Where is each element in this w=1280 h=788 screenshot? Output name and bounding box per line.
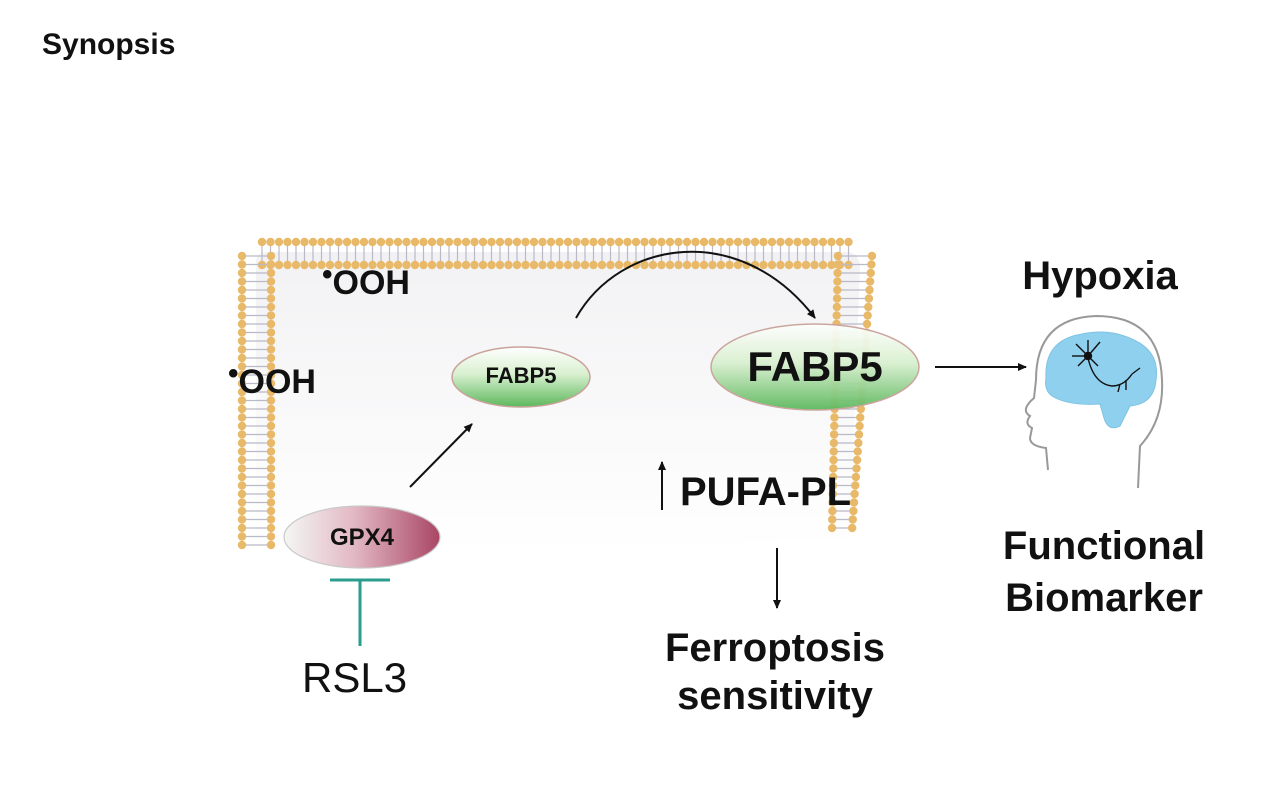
gpx4-ellipse [283, 505, 441, 569]
fabp5-large-label: FABP5 [747, 343, 883, 390]
gpx4-label: GPX4 [329, 524, 395, 551]
functional-biomarker-label: Functional Biomarker [970, 520, 1238, 624]
rsl3-label: RSL3 [302, 654, 408, 701]
translocation-arrow [575, 250, 816, 319]
neuron-icon [1072, 340, 1141, 393]
gpx4-to-fabp5-arrow [409, 423, 473, 488]
head-icon [1024, 314, 1164, 489]
functional-line: Functional [1002, 524, 1206, 568]
hypoxia-label: Hypoxia [1022, 254, 1178, 298]
sensitivity-line: sensitivity [677, 674, 873, 718]
ferroptosis-sensitivity-label: Ferroptosis sensitivity [620, 624, 930, 720]
fabp5-small-ellipse [451, 346, 591, 408]
cell-membrane [237, 237, 877, 550]
ferroptosis-line: Ferroptosis [664, 626, 886, 670]
fabp5-small-label: FABP5 [485, 363, 557, 388]
cell-interior [256, 252, 860, 555]
radical-label-1: •OOH [322, 258, 410, 302]
pufa-pl-label: PUFA-PL [680, 470, 852, 514]
biomarker-line: Biomarker [1005, 576, 1203, 620]
fabp5-large-ellipse [710, 323, 920, 411]
brain-icon [1045, 331, 1158, 429]
radical-label-2: •OOH [228, 357, 316, 401]
page-title: Synopsis [42, 28, 176, 61]
